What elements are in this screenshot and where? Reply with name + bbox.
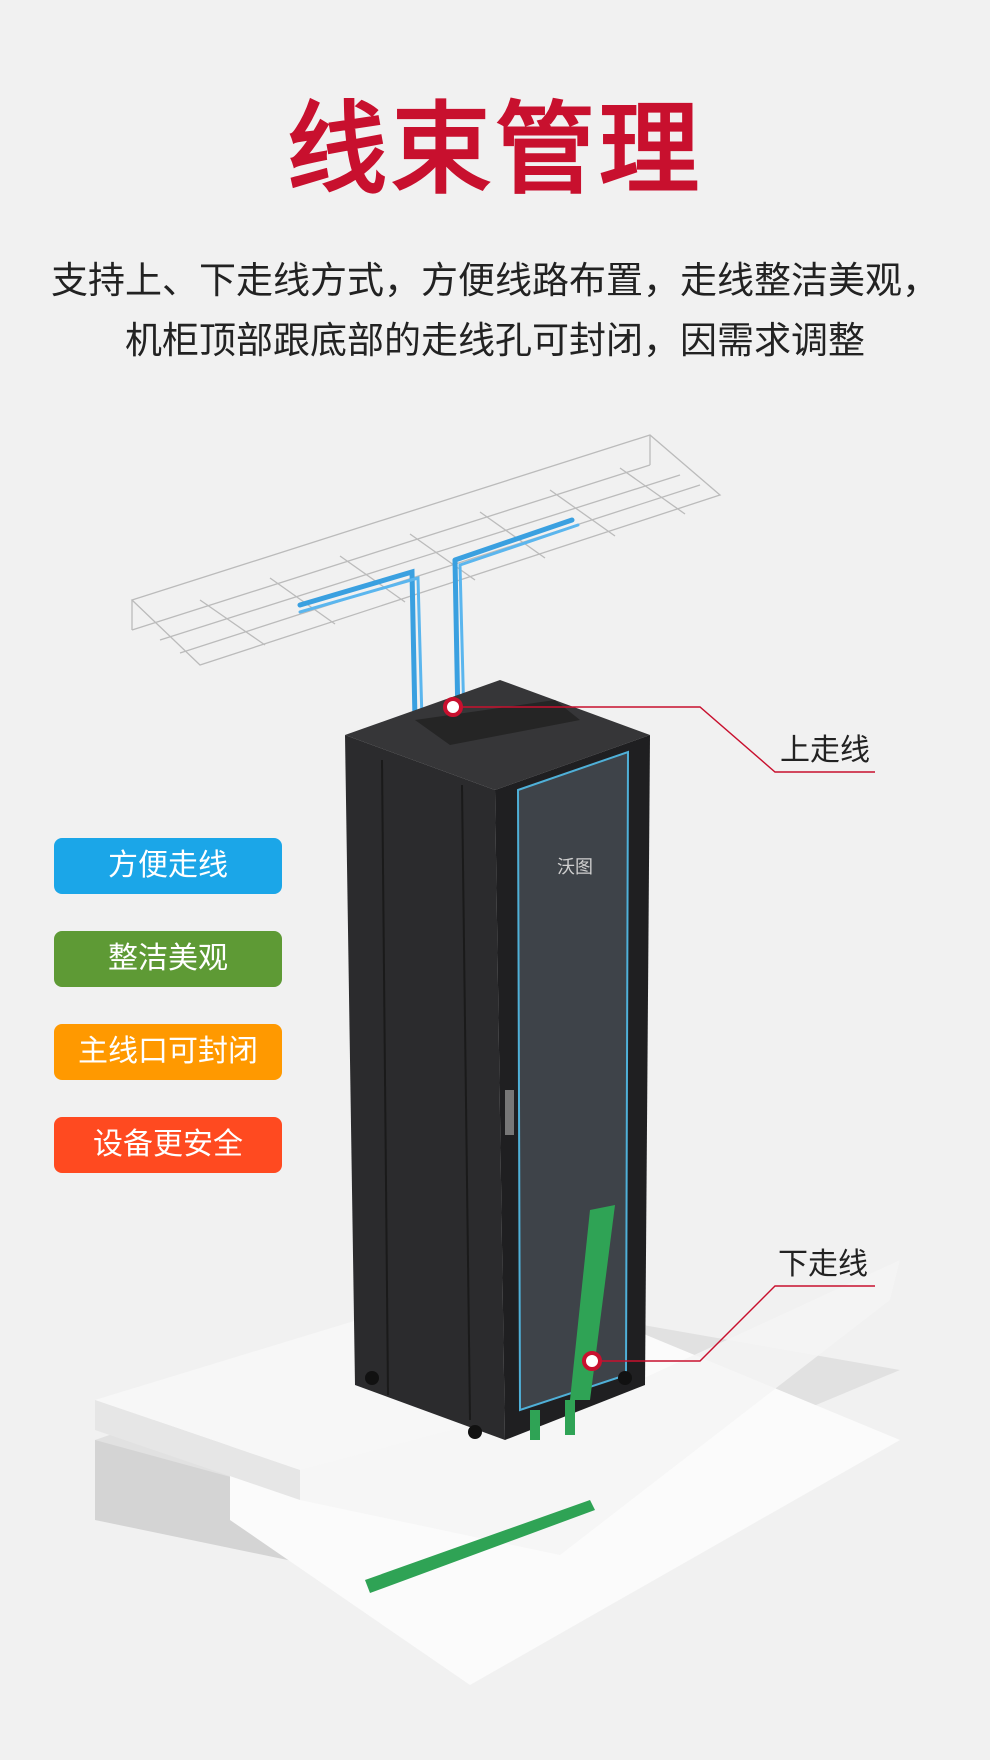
bottom-wiring-label: 下走线 xyxy=(778,1247,868,1282)
page-title: 线束管理 xyxy=(287,91,703,208)
feature-tag-tidy: 整洁美观 xyxy=(54,931,282,987)
callout-lines xyxy=(453,706,875,1362)
cable-tray xyxy=(130,434,722,666)
cabinet xyxy=(345,680,650,1440)
feature-tag-easy-wiring: 方便走线 xyxy=(54,838,282,894)
bottom-callout-dot xyxy=(582,1351,602,1371)
top-cables xyxy=(297,517,580,723)
feature-tag-sealable: 主线口可封闭 xyxy=(54,1024,282,1080)
description-line-2: 机柜顶部跟底部的走线孔可封闭，因需求调整 xyxy=(125,319,865,362)
top-callout-dot xyxy=(443,697,463,717)
floor-cable xyxy=(365,1500,595,1593)
top-wiring-label: 上走线 xyxy=(780,733,870,768)
description-line-1: 支持上、下走线方式，方便线路布置，走线整洁美观， xyxy=(51,259,939,302)
feature-tag-safe: 设备更安全 xyxy=(54,1117,282,1173)
cabinet-logo: 沃图 xyxy=(557,857,593,878)
